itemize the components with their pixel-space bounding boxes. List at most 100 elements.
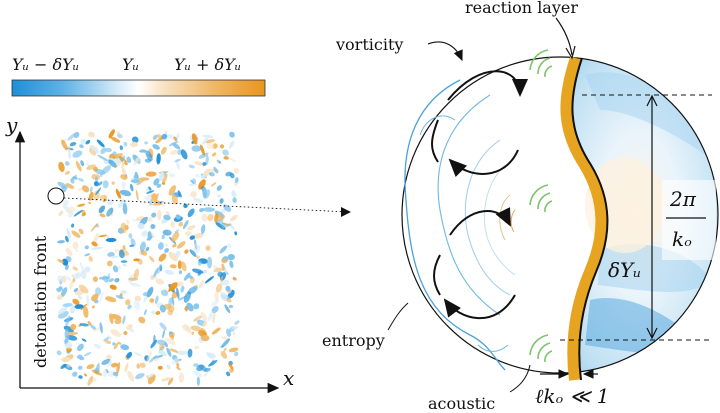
field-speckle [213,166,219,174]
field-speckle [148,186,152,191]
field-speckle [73,131,80,139]
field-speckle [123,330,128,336]
field-speckle [116,131,121,135]
field-speckle [221,214,226,220]
field-speckle [221,257,227,264]
field-speckle [155,310,161,316]
field-speckle [151,212,157,218]
field-speckle [223,347,227,352]
field-speckle [105,237,117,243]
entropy-label: entropy [322,331,385,350]
field-speckle [162,173,168,185]
field-speckle [130,141,138,148]
field-speckle [156,153,161,165]
field-speckle [169,348,179,353]
field-speckle [115,188,122,199]
field-speckle [191,268,204,274]
field-speckle [72,371,78,377]
field-speckle [150,298,155,303]
field-speckle [57,181,68,189]
field-speckle [141,230,149,237]
field-speckle [76,343,84,352]
field-speckle [86,294,90,307]
field-speckle [107,199,114,206]
field-speckle [198,179,206,190]
field-speckle [133,299,141,311]
field-speckle [166,364,171,370]
field-speckle [168,297,173,306]
field-speckle [220,291,228,302]
field-speckle [84,253,91,257]
field-speckle [63,325,74,333]
field-speckle [224,304,231,314]
field-speckle [65,264,69,271]
field-speckle [56,350,62,356]
field-speckle [108,360,112,366]
field-speckle [92,276,99,282]
field-speckle [110,313,122,321]
field-speckle [117,202,123,208]
field-speckle [231,326,239,330]
acoustic-waves [529,49,553,363]
field-speckle [116,133,123,139]
field-speckle [169,264,177,269]
field-speckle [220,279,230,286]
field-speckle [60,287,68,298]
field-speckle [81,212,86,217]
colorbar-label-high: Yᵤ + δYᵤ [174,55,241,74]
field-speckle [176,162,180,170]
field-speckle [152,134,158,140]
field-speckle [91,369,103,376]
field-speckle [115,295,124,300]
field-speckle [160,377,172,382]
field-speckle [79,323,89,327]
field-speckle [66,276,72,282]
field-speckle [64,171,71,175]
field-speckle [75,249,79,253]
field-speckle [114,278,119,283]
field-speckle [213,267,224,273]
field-speckle [171,231,180,242]
field-speckle [220,275,224,284]
field-speckle [183,203,188,209]
field-speckle [56,287,61,293]
field-speckle [74,304,84,309]
colorbar: Yᵤ − δYᵤ Yᵤ Yᵤ + δYᵤ [11,55,266,97]
field-speckle [206,256,213,269]
field-speckle [219,245,228,254]
field-speckle [91,145,94,154]
field-speckle [191,145,202,152]
field-speckle [61,139,68,151]
field-speckle [99,322,103,334]
field-speckle [159,304,166,313]
field-speckle [168,282,178,291]
field-speckle [189,249,197,257]
field-speckle [129,282,141,287]
field-speckle [135,189,139,201]
field-speckle [158,171,165,182]
field-speckle [145,246,150,252]
field-speckle [176,350,188,355]
field-speckle [189,235,195,240]
field-speckle [219,198,224,204]
field-speckle [213,265,219,270]
field-speckle [98,234,108,238]
field-axes: y x detonation front [5,113,294,394]
field-speckle [72,150,83,158]
field-speckle [155,137,163,144]
field-speckle [150,224,156,229]
field-speckle [57,275,64,282]
field-speckle [166,347,172,357]
field-speckle [109,313,114,325]
field-speckle [220,209,226,214]
field-speckle [83,306,89,318]
field-speckle [168,185,176,196]
field-speckle [102,180,109,189]
field-speckle [57,240,65,244]
field-speckle [142,291,149,297]
x-axis-label: x [283,366,294,390]
field-speckle [135,157,141,163]
field-speckle [107,251,115,258]
field-speckle [94,287,102,296]
field-speckle [67,331,78,336]
